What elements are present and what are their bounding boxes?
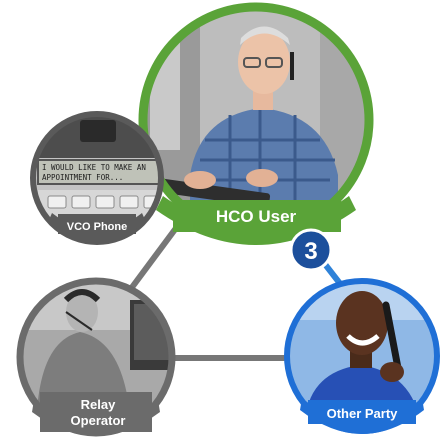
vco-phone-node: I WOULD LIKE TO MAKE AN APPOINTMENT FOR.… <box>30 111 164 245</box>
relay-operator-node: Relay Operator <box>16 277 176 437</box>
relay-operator-label-line2: Operator <box>71 413 126 428</box>
vco-phone-label: VCO Phone <box>67 221 128 233</box>
step-number: 3 <box>304 238 317 265</box>
relay-operator-label-line1: Relay <box>81 397 116 412</box>
hco-user-label: HCO User <box>216 207 297 226</box>
other-party-node: Other Party <box>284 278 440 434</box>
other-party-label: Other Party <box>327 406 399 421</box>
vco-display-line2: APPOINTMENT FOR... <box>42 173 123 182</box>
vco-display-line1: I WOULD LIKE TO MAKE AN <box>42 163 146 172</box>
step-badge: 3 <box>289 228 333 272</box>
hco-user-node: HCO User <box>138 2 374 245</box>
